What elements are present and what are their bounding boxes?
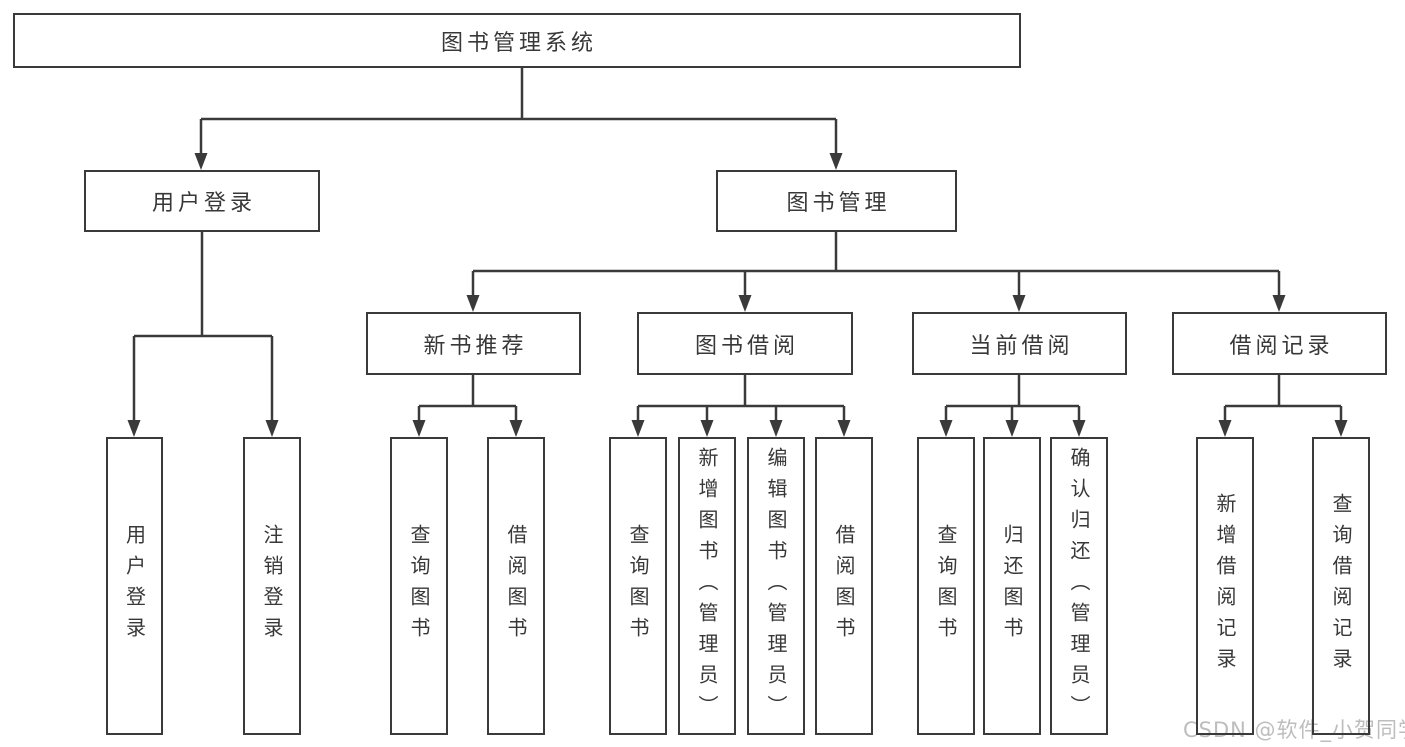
node-query-books-recommend: 查询图书 (390, 437, 448, 735)
node-user-login-leaf: 用户登录 (106, 437, 163, 735)
node-label: 借阅图书 (504, 524, 528, 648)
node-current-borrowing: 当前借阅 (912, 312, 1127, 375)
node-add-book-admin: 新增图书（管理员） (678, 437, 736, 735)
node-new-book-recommendation: 新书推荐 (366, 312, 581, 375)
node-label: 新增借阅记录 (1213, 493, 1237, 679)
node-label: 查询图书 (407, 524, 431, 648)
node-label: 确认归还（管理员） (1067, 446, 1091, 726)
node-label: 查询图书 (626, 524, 650, 648)
node-label: 归还图书 (1000, 524, 1024, 648)
node-library-management-system: 图书管理系统 (13, 13, 1021, 68)
node-label: 查询借阅记录 (1329, 493, 1353, 679)
node-borrowing-records: 借阅记录 (1172, 312, 1387, 375)
node-return-books: 归还图书 (983, 437, 1041, 735)
node-label: 查询图书 (934, 524, 958, 648)
node-add-borrow-record: 新增借阅记录 (1196, 437, 1254, 735)
node-label: 借阅图书 (832, 524, 856, 648)
node-query-borrow-record: 查询借阅记录 (1312, 437, 1370, 735)
node-label: 编辑图书（管理员） (764, 446, 788, 726)
node-edit-book-admin: 编辑图书（管理员） (747, 437, 805, 735)
csdn-watermark: CSDN @软件_小贺同学 (1183, 718, 1405, 742)
node-book-borrowing: 图书借阅 (637, 312, 853, 375)
node-user-login: 用户登录 (84, 170, 320, 232)
node-query-books-current: 查询图书 (917, 437, 975, 735)
node-confirm-return-admin: 确认归还（管理员） (1050, 437, 1108, 735)
node-borrow-books-recommend: 借阅图书 (487, 437, 545, 735)
node-logout: 注销登录 (243, 437, 301, 735)
node-borrow-books-leaf: 借阅图书 (815, 437, 873, 735)
node-book-management: 图书管理 (716, 170, 957, 232)
node-label: 新增图书（管理员） (695, 446, 719, 726)
node-label: 注销登录 (260, 524, 284, 648)
node-query-books-borrow: 查询图书 (609, 437, 667, 735)
node-label: 用户登录 (122, 524, 147, 648)
